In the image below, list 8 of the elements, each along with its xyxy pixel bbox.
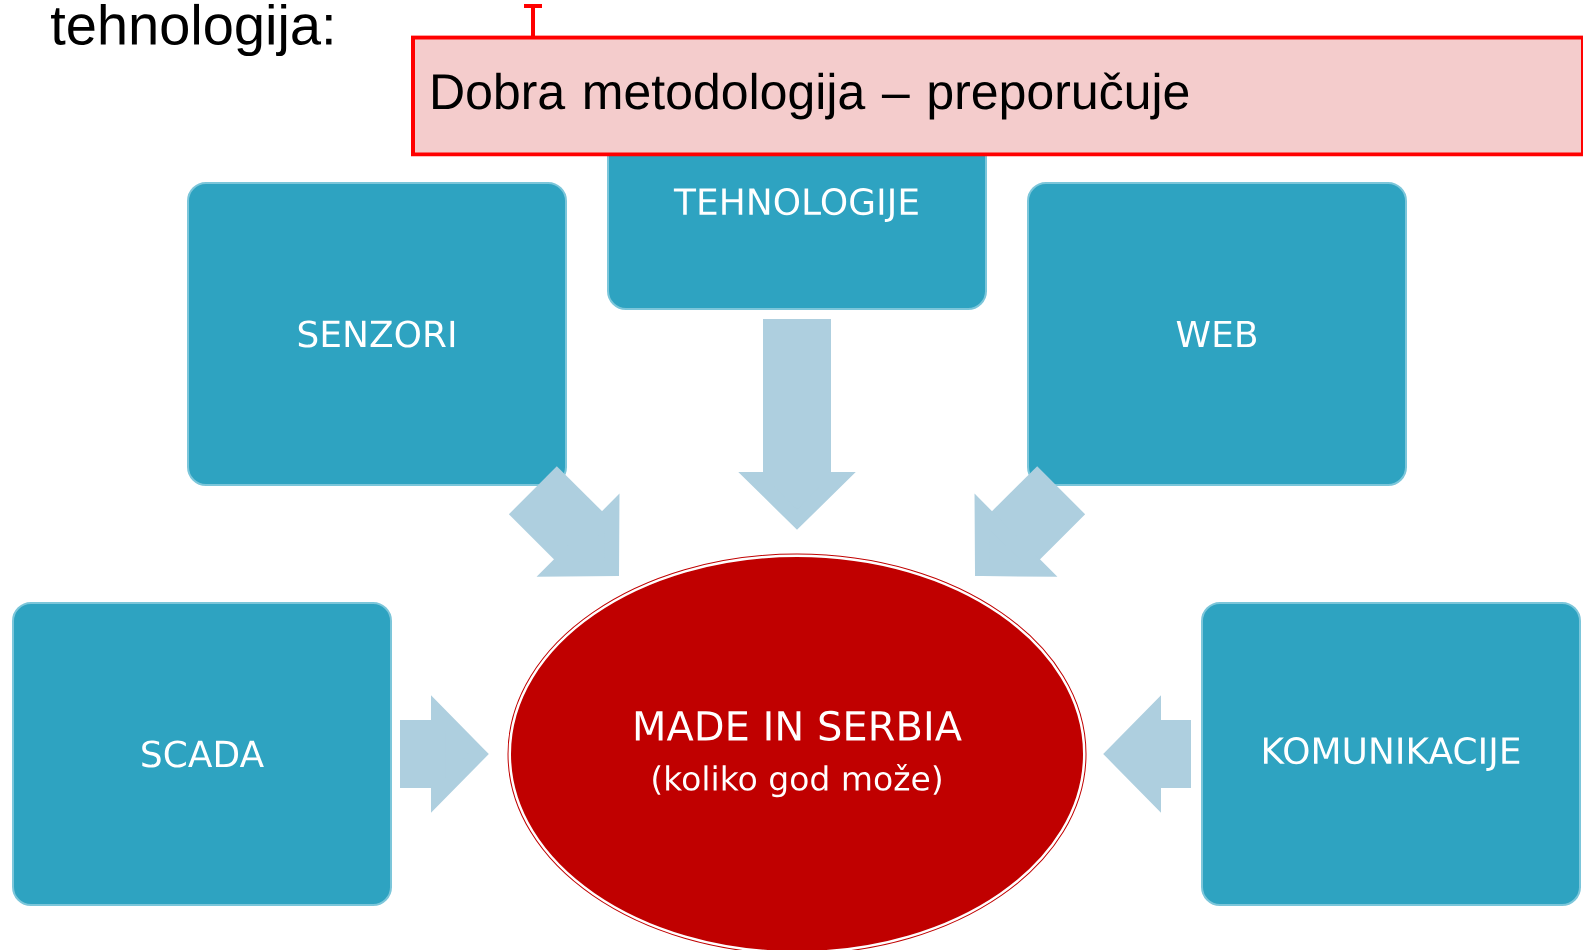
block-arrow bbox=[508, 466, 620, 577]
heading-text: tehnologija: bbox=[51, 3, 332, 57]
process-box: SENZORI bbox=[187, 182, 567, 486]
block-arrow bbox=[974, 466, 1086, 577]
process-box: KOMUNIKACIJE bbox=[1201, 602, 1581, 906]
process-box: WEB bbox=[1027, 182, 1407, 486]
process-box: SCADA bbox=[12, 602, 392, 906]
comment-box: Dobra metodologija – preporučuje bbox=[411, 35, 1583, 157]
